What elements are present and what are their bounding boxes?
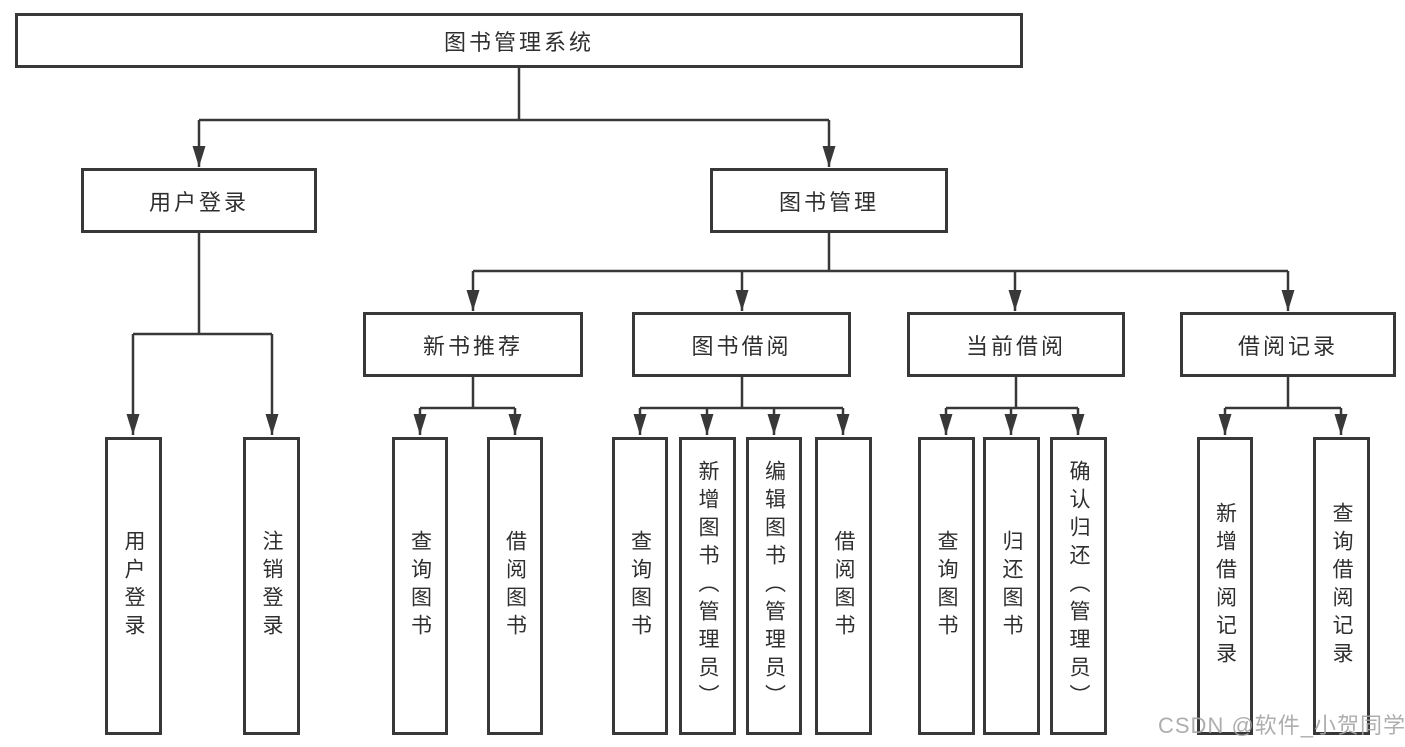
- connector-book-management-stem: [473, 231, 1288, 273]
- node-borrow-books-recommend: 借阅图书: [487, 437, 543, 735]
- node-label: 当前借阅: [965, 333, 1066, 359]
- node-label: 查询借阅记录: [1330, 502, 1353, 670]
- node-borrow-books-borrowing: 借阅图书: [815, 437, 872, 735]
- node-label: 查询图书: [935, 530, 958, 642]
- node-user-login-leaf: 用户登录: [105, 437, 162, 735]
- node-current-borrowing: 当前借阅: [907, 312, 1125, 377]
- connector-root-stem: [199, 66, 829, 122]
- node-label: 确认归还（管理员）: [1067, 460, 1090, 712]
- node-search-books-current: 查询图书: [918, 437, 975, 735]
- connector-new-book-stem: [420, 374, 515, 410]
- node-add-book-admin: 新增图书（管理员）: [679, 437, 736, 735]
- watermark-text: CSDN @软件_小贺同学: [1158, 713, 1405, 738]
- node-search-books-recommend: 查询图书: [392, 437, 448, 735]
- node-logout-leaf: 注销登录: [243, 437, 300, 735]
- node-label: 用户登录: [148, 189, 249, 215]
- node-label: 归还图书: [1000, 530, 1023, 642]
- node-label: 用户登录: [122, 530, 145, 642]
- node-book-management: 图书管理: [710, 168, 948, 233]
- node-search-borrow-record: 查询借阅记录: [1313, 437, 1370, 735]
- node-confirm-return-admin: 确认归还（管理员）: [1050, 437, 1107, 735]
- node-label: 注销登录: [260, 530, 283, 642]
- node-new-book-recommendation: 新书推荐: [363, 312, 583, 377]
- node-add-borrow-record: 新增借阅记录: [1197, 437, 1253, 735]
- node-label: 图书借阅: [691, 333, 792, 359]
- node-search-books-borrowing: 查询图书: [612, 437, 668, 735]
- node-label: 新增借阅记录: [1213, 502, 1237, 670]
- node-library-management-system: 图书管理系统: [15, 13, 1023, 68]
- node-return-book: 归还图书: [983, 437, 1040, 735]
- node-user-login: 用户登录: [81, 168, 317, 233]
- node-label: 新书推荐: [422, 333, 523, 359]
- connector-user-login-stem: [133, 231, 272, 336]
- node-label: 查询图书: [628, 530, 652, 642]
- node-label: 借阅图书: [503, 530, 527, 642]
- connector-current-borrowing-stem: [946, 374, 1078, 410]
- connector-book-borrowing-stem: [640, 374, 843, 410]
- node-label: 新增图书（管理员）: [696, 460, 719, 712]
- connector-borrowing-records-stem: [1225, 374, 1341, 410]
- node-book-borrowing: 图书借阅: [632, 312, 851, 377]
- node-label: 借阅记录: [1237, 333, 1338, 359]
- node-label: 编辑图书（管理员）: [762, 460, 786, 712]
- node-label: 查询图书: [408, 530, 432, 642]
- node-label: 图书管理: [778, 189, 879, 215]
- node-edit-book-admin: 编辑图书（管理员）: [746, 437, 802, 735]
- node-label: 图书管理系统: [443, 29, 594, 55]
- node-borrowing-records: 借阅记录: [1180, 312, 1396, 377]
- node-label: 借阅图书: [832, 530, 855, 642]
